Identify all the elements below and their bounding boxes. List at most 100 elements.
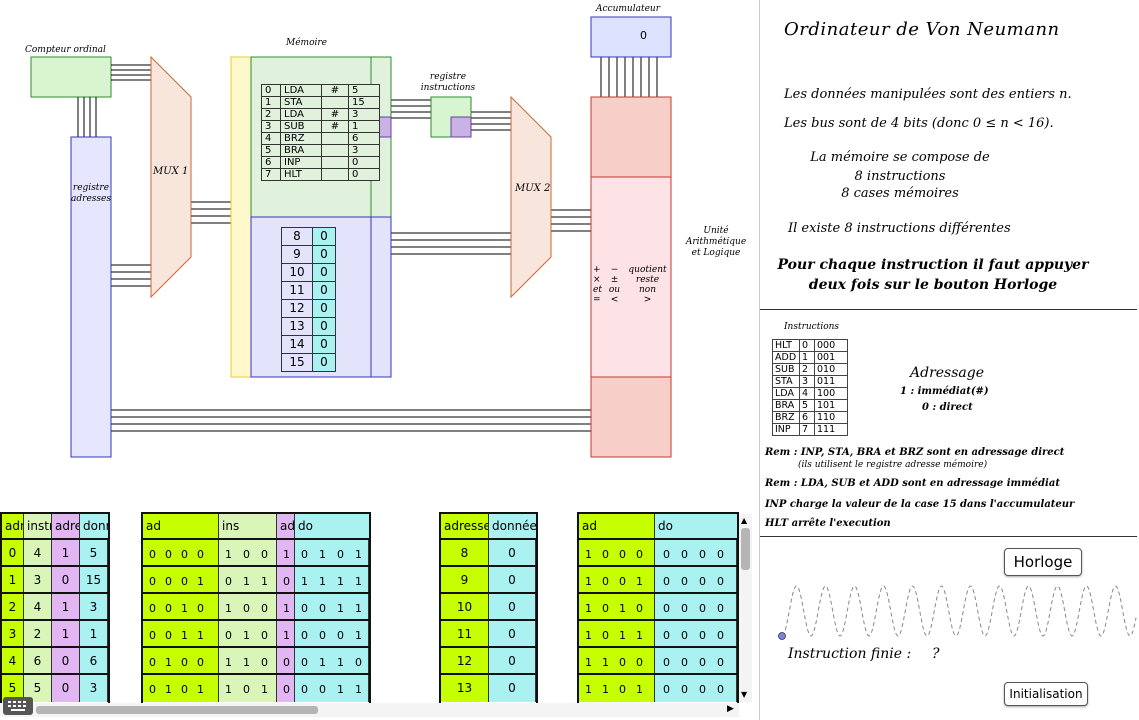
sheet4-cell[interactable] [655,621,737,648]
sheet1-cell[interactable]: 0 [52,648,80,675]
sheet2-cell[interactable] [295,594,369,621]
scroll-down-arrow[interactable]: ▼ [741,690,748,699]
sheet2-cell[interactable] [295,567,369,594]
sheet2-cell[interactable] [295,540,369,567]
sheet4-cell[interactable] [655,567,737,594]
instruction-cell: 2 [799,363,815,376]
sheet2-header-ad2: ad [277,514,295,538]
sheet1-cell[interactable]: 5 [2,675,24,702]
horizontal-scroll-thumb[interactable] [36,706,318,714]
sheet2-cell[interactable] [277,540,295,567]
sheet1-cell[interactable]: 1 [2,567,24,594]
sheet1-cell[interactable]: 3 [80,594,108,621]
sheet1-cell[interactable]: 1 [80,621,108,648]
horizontal-scrollbar[interactable]: ▶ [0,703,739,717]
sheet2-cell[interactable] [219,567,277,594]
instruction-cell: BRA [772,399,800,412]
sheet1-cell[interactable]: 0 [52,567,80,594]
sheet1-cell[interactable]: 3 [24,567,52,594]
bit-cell: 0 [197,656,204,669]
sheet1-cell[interactable]: 15 [80,567,108,594]
sheet4-cell[interactable] [655,540,737,567]
sheet4-cell[interactable] [579,621,655,648]
sheet1-cell[interactable]: 3 [80,675,108,702]
sheet1-cell[interactable]: 3 [2,621,24,648]
sheet2-cell[interactable] [219,675,277,702]
sheet2-cell[interactable] [143,675,219,702]
scroll-right-arrow[interactable]: ▶ [727,704,734,714]
bit-cell: 0 [301,656,308,669]
sheet1-cell[interactable]: 4 [24,540,52,567]
sheet1-cell[interactable]: 1 [52,621,80,648]
sheet1-cell[interactable]: 4 [24,594,52,621]
bit-cell: 1 [585,548,592,561]
sheet3-cell[interactable]: 0 [489,567,536,594]
sheet4-cell[interactable] [579,594,655,621]
sheet1-cell[interactable]: 1 [52,594,80,621]
sheet1-cell[interactable]: 0 [52,675,80,702]
sheet2-cell[interactable] [143,648,219,675]
sheet4-cell[interactable] [655,594,737,621]
bit-cell: 1 [337,656,344,669]
sheet2-cell[interactable] [219,594,277,621]
sheet3-cell[interactable]: 10 [441,594,489,621]
sheet2-cell[interactable] [219,540,277,567]
sheet2-cell[interactable] [277,594,295,621]
scroll-up-arrow[interactable]: ▲ [741,516,748,525]
sheet2-cell[interactable] [295,648,369,675]
sheet1-cell[interactable]: 2 [24,621,52,648]
bit-cell: 1 [197,683,204,696]
sheet4-cell[interactable] [579,567,655,594]
vertical-scrollbar[interactable]: ▲ ▼ [739,514,752,702]
sheet2-cell[interactable] [277,567,295,594]
sheet3-cell[interactable]: 0 [489,540,536,567]
sheet3-cell[interactable]: 9 [441,567,489,594]
sheet4-cell[interactable] [655,648,737,675]
sheet2-cell[interactable] [143,540,219,567]
sheet3-cell[interactable]: 12 [441,648,489,675]
keyboard-icon[interactable] [3,697,33,715]
bit-cell: 0 [301,683,308,696]
sheet2-cell[interactable] [277,675,295,702]
sheet3-cell[interactable]: 8 [441,540,489,567]
sheet1-cell[interactable]: 1 [52,540,80,567]
program-cell-mode [321,156,349,169]
sheet3-cell[interactable]: 0 [489,594,536,621]
horloge-button[interactable]: Horloge [1004,548,1082,576]
sheet3-cell[interactable]: 13 [441,675,489,702]
sheet2-cell[interactable] [295,675,369,702]
sheet4-cell[interactable] [579,648,655,675]
section-divider-2 [760,536,1137,537]
vertical-scroll-thumb[interactable] [741,528,750,570]
sheet3-cell[interactable]: 0 [489,648,536,675]
sheet4-cell[interactable] [579,540,655,567]
bit-cell: 0 [181,656,188,669]
sheet1-header-instr: instr [24,514,52,538]
bit-cell: 0 [681,683,688,696]
program-cell-addr: 2 [261,108,281,121]
sheet1-cell[interactable]: 6 [24,648,52,675]
sheet1-cell[interactable]: 4 [2,648,24,675]
sheet3-cell[interactable]: 0 [489,621,536,648]
sheet1-cell[interactable]: 2 [2,594,24,621]
sheet2-cell[interactable] [219,648,277,675]
sheet2-cell[interactable] [277,648,295,675]
initialisation-button[interactable]: Initialisation [1004,682,1088,706]
sheet2-cell[interactable] [277,621,295,648]
sheet4-cell[interactable] [579,675,655,702]
sheet3-cell[interactable]: 11 [441,621,489,648]
sheet1-cell[interactable]: 6 [80,648,108,675]
sheet2-cell[interactable] [143,567,219,594]
sheet2-cell[interactable] [143,594,219,621]
sheet1-cell[interactable]: 5 [80,540,108,567]
sheet2-cell[interactable] [143,621,219,648]
sheet3-cell[interactable]: 0 [489,675,536,702]
sheet2-cell[interactable] [295,621,369,648]
sheet4-cell[interactable] [655,675,737,702]
sheet1-cell[interactable]: 0 [2,540,24,567]
sheet2-cell[interactable] [219,621,277,648]
